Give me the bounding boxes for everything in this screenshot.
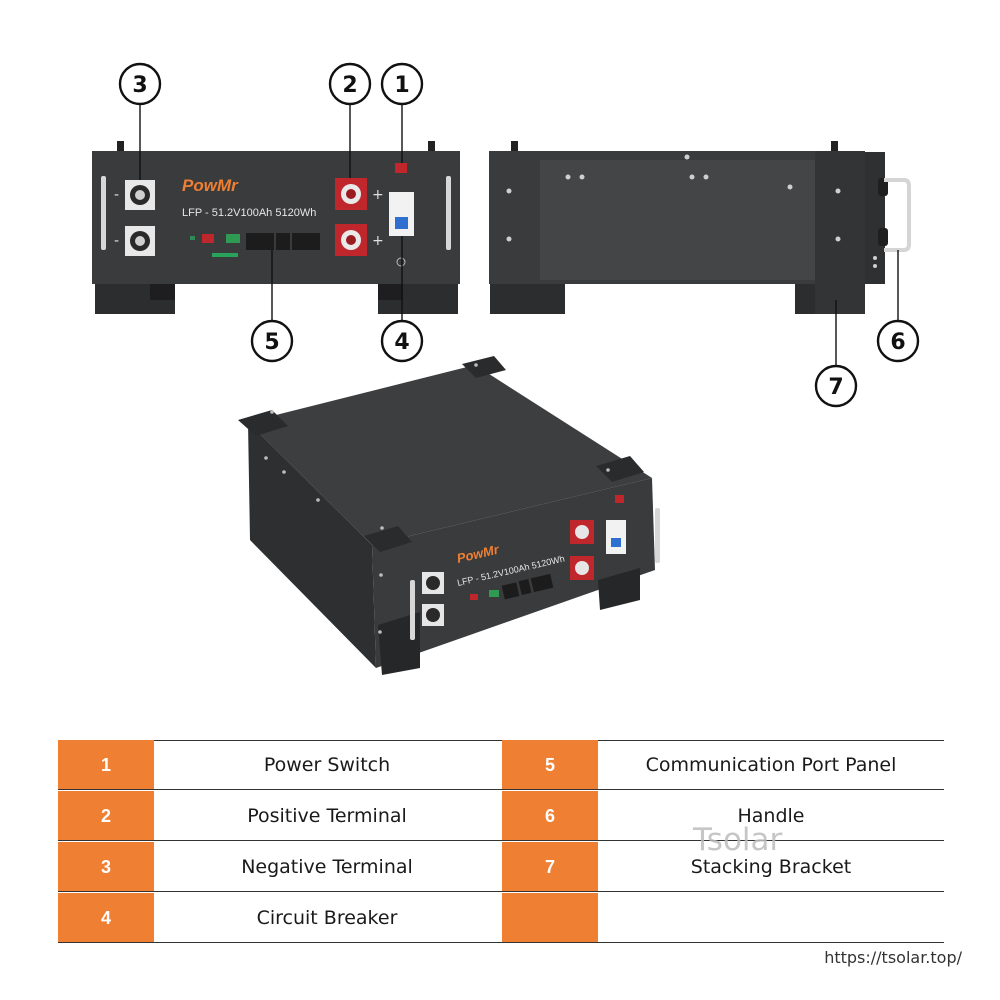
iso-circuit-breaker [606, 520, 626, 554]
legend-row: 4 Circuit Breaker [58, 893, 944, 943]
iso-left-handle [410, 580, 415, 640]
isometric-view: PowMr LFP - 51.2V100Ah 5120Wh [238, 356, 660, 675]
front-right-handle [446, 176, 451, 250]
legend-table: 1 Power Switch 5 Communication Port Pane… [58, 740, 944, 945]
plus-sign-top: + [372, 187, 384, 203]
legend-label: Power Switch [263, 754, 391, 776]
iso-comm-port-panel [470, 573, 554, 600]
callout-2: 2 [328, 62, 372, 106]
negative-terminal-bottom [125, 226, 155, 256]
legend-number: 7 [502, 842, 598, 892]
side-stacking-bracket [815, 151, 865, 314]
callout-5: 5 [250, 319, 294, 363]
callout-4: 4 [380, 319, 424, 363]
minus-sign-top: - [114, 187, 119, 203]
positive-terminal-top [335, 178, 367, 210]
battery-diagram: - - PowMr LFP - 51.2V100Ah 5120Wh + + [92, 62, 920, 675]
svg-text:3: 3 [132, 73, 147, 98]
callout-6: 6 [876, 319, 920, 363]
callout-7: 7 [814, 364, 858, 408]
iso-left-face [248, 422, 376, 668]
side-left-foot [490, 282, 565, 314]
svg-text:1: 1 [394, 73, 409, 98]
svg-text:7: 7 [828, 375, 843, 400]
front-circuit-breaker [389, 192, 414, 267]
front-model-label: LFP - 51.2V100Ah 5120Wh [182, 207, 316, 219]
legend-number: 2 [58, 791, 154, 841]
front-brand-logo: PowMr [182, 176, 239, 195]
iso-top-face [248, 365, 652, 545]
legend-row: 2 Positive Terminal 6 Handle [58, 791, 944, 841]
legend-number: 1 [58, 740, 154, 790]
callout-1: 1 [380, 62, 424, 106]
svg-text:6: 6 [890, 330, 905, 355]
iso-power-switch [615, 495, 624, 503]
legend-label: Circuit Breaker [256, 907, 398, 929]
legend-row: 1 Power Switch 5 Communication Port Pane… [58, 740, 944, 790]
source-url: https://tsolar.top/ [824, 948, 962, 967]
legend-label [598, 893, 944, 943]
legend-row: 3 Negative Terminal 7 Stacking Bracket [58, 842, 944, 892]
legend-label: Communication Port Panel [645, 754, 897, 776]
front-left-handle [101, 176, 106, 250]
legend-number [502, 893, 598, 943]
minus-sign-bottom: - [114, 233, 119, 249]
legend-label: Handle [737, 805, 805, 827]
legend-number: 3 [58, 842, 154, 892]
svg-text:2: 2 [342, 73, 357, 98]
legend-number: 4 [58, 893, 154, 943]
front-comm-port-panel [190, 233, 320, 257]
callouts: 3 2 1 5 4 6 7 [118, 62, 920, 408]
front-power-switch [395, 163, 407, 173]
side-view [489, 141, 911, 314]
front-view: - - PowMr LFP - 51.2V100Ah 5120Wh + + [92, 141, 460, 314]
legend-number: 5 [502, 740, 598, 790]
negative-terminal-top [125, 180, 155, 210]
iso-right-handle [655, 508, 660, 563]
positive-terminal-bottom [335, 224, 367, 256]
watermark: Tsolar [693, 822, 783, 858]
legend-number: 6 [502, 791, 598, 841]
plus-sign-bottom: + [372, 233, 384, 249]
legend-label: Negative Terminal [241, 856, 413, 878]
legend-label: Positive Terminal [247, 805, 407, 827]
legend-label: Stacking Bracket [690, 856, 852, 878]
svg-text:4: 4 [394, 330, 409, 355]
svg-text:5: 5 [264, 330, 279, 355]
callout-3: 3 [118, 62, 162, 106]
side-handle [884, 178, 911, 252]
